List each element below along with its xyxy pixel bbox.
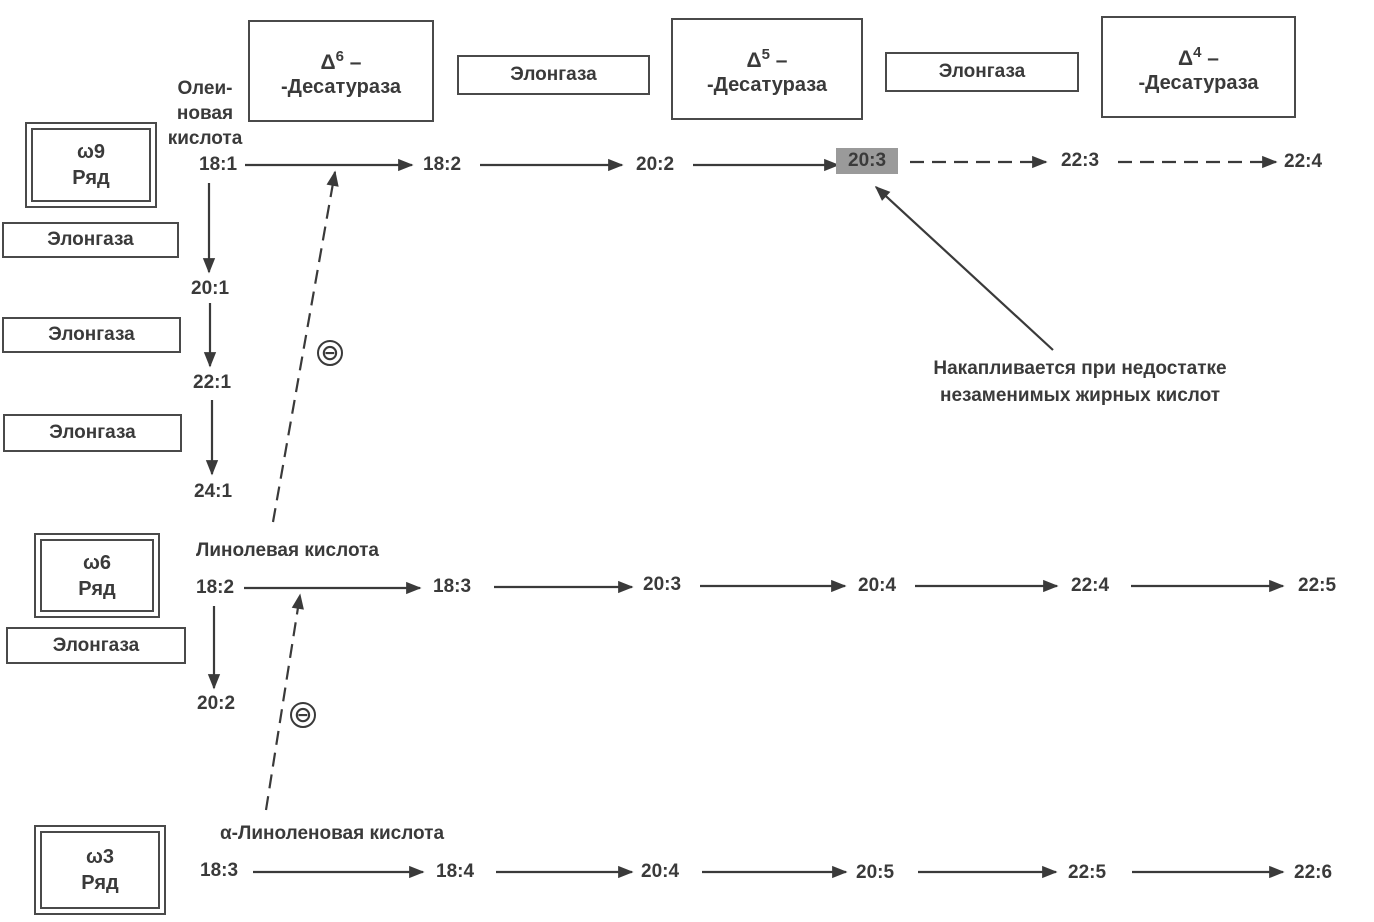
delta5-desaturase-box: Δ5 – -Десатураза bbox=[671, 18, 863, 120]
w6-node-5: 22:4 bbox=[1071, 575, 1110, 596]
w6-node-2: 18:3 bbox=[433, 576, 472, 597]
note-line-2: незаменимых жирных кислот bbox=[939, 385, 1221, 406]
series-w9-row-label: Ряд bbox=[72, 167, 110, 189]
elongase-box-w9-1: Элонгаза bbox=[2, 222, 179, 258]
inhibition-symbol-2: ⊖ bbox=[290, 702, 316, 728]
desaturase-label: -Десатураза bbox=[280, 75, 402, 98]
desaturase-label: -Десатураза bbox=[706, 73, 828, 96]
elongase-box-w9-2: Элонгаза bbox=[2, 317, 181, 353]
delta-symbol: Δ bbox=[320, 50, 336, 74]
elongase-box-w6: Элонгаза bbox=[6, 627, 186, 664]
elongase-label: Элонгаза bbox=[52, 634, 140, 656]
alpha-linolenic-acid-label: α-Линоленовая кислота bbox=[220, 823, 445, 844]
oleic-line-1: Олеи- bbox=[177, 78, 233, 99]
delta6-desaturase-box: Δ6 – -Десатураза bbox=[248, 20, 434, 122]
w6-node-6: 22:5 bbox=[1298, 575, 1337, 596]
delta-dash: – bbox=[1201, 46, 1219, 70]
inhibition-line-2 bbox=[264, 593, 304, 811]
delta-dash: – bbox=[769, 48, 788, 72]
oleic-line-2: новая bbox=[176, 103, 234, 124]
w3-node-3: 20:4 bbox=[641, 861, 680, 882]
elongase-label: Элонгаза bbox=[938, 61, 1026, 82]
series-w3-label: ω3 bbox=[85, 846, 115, 868]
delta-symbol: Δ bbox=[746, 48, 762, 72]
w3-node-5: 22:5 bbox=[1068, 862, 1107, 883]
elongase-box-w9-3: Элонгаза bbox=[3, 414, 182, 452]
w9-node-3: 20:2 bbox=[636, 154, 675, 175]
w9-node-6: 22:4 bbox=[1284, 151, 1323, 172]
delta-superscript: 4 bbox=[1193, 43, 1202, 61]
w6-node-3: 20:3 bbox=[643, 574, 682, 595]
series-w9-box: ω9 Ряд bbox=[25, 122, 157, 208]
w3-node-6: 22:6 bbox=[1294, 862, 1333, 883]
desaturase-label: -Десатураза bbox=[1138, 71, 1259, 94]
note-line-1: Накапливается при недостатке bbox=[933, 358, 1227, 379]
w3-node-2: 18:4 bbox=[436, 861, 475, 882]
delta-superscript: 5 bbox=[761, 45, 770, 63]
note-arrow bbox=[874, 185, 1054, 351]
series-w6-label: ω6 bbox=[82, 551, 112, 574]
accumulation-note: Накапливается при недостатке незаменимых… bbox=[890, 355, 1270, 409]
w9-node-1: 18:1 bbox=[199, 154, 238, 175]
series-w3-box: ω3 Ряд bbox=[34, 825, 166, 915]
delta-symbol: Δ bbox=[1178, 46, 1194, 70]
w9-branch-1: 20:1 bbox=[191, 278, 230, 299]
delta-dash: – bbox=[343, 50, 362, 74]
w9-branch-2: 22:1 bbox=[193, 372, 232, 393]
series-w9-label: ω9 bbox=[76, 141, 106, 163]
linoleic-acid-label: Линолевая кислота bbox=[196, 540, 379, 561]
w9-node-4-highlighted: 20:3 bbox=[836, 148, 899, 174]
w6-node-1: 18:2 bbox=[196, 577, 235, 598]
elongase-label: Элонгаза bbox=[48, 324, 135, 345]
inhibition-line-1 bbox=[271, 170, 339, 523]
w3-node-1: 18:3 bbox=[200, 860, 239, 881]
elongase-box-top-1: Элонгаза bbox=[457, 55, 650, 95]
delta-superscript: 6 bbox=[335, 47, 344, 65]
w9-node-5: 22:3 bbox=[1061, 150, 1100, 171]
elongase-label: Элонгаза bbox=[510, 64, 597, 85]
elongase-box-top-2: Элонгаза bbox=[885, 52, 1079, 92]
w3-node-4: 20:5 bbox=[856, 862, 895, 883]
oleic-acid-label: Олеи- новая кислота bbox=[157, 76, 253, 151]
elongase-label: Элонгаза bbox=[47, 229, 134, 250]
series-w6-box: ω6 Ряд bbox=[34, 533, 160, 618]
delta4-desaturase-box: Δ4 – -Десатураза bbox=[1101, 16, 1296, 118]
series-w3-row-label: Ряд bbox=[81, 872, 119, 894]
inhibition-symbol-1: ⊖ bbox=[317, 340, 343, 366]
w6-branch-1: 20:2 bbox=[197, 693, 236, 714]
series-w6-row-label: Ряд bbox=[78, 577, 116, 600]
w9-node-2: 18:2 bbox=[423, 154, 462, 175]
w9-branch-3: 24:1 bbox=[194, 481, 233, 502]
elongase-label: Элонгаза bbox=[49, 422, 136, 443]
oleic-line-3: кислота bbox=[167, 128, 243, 149]
w6-node-4: 20:4 bbox=[858, 575, 897, 596]
